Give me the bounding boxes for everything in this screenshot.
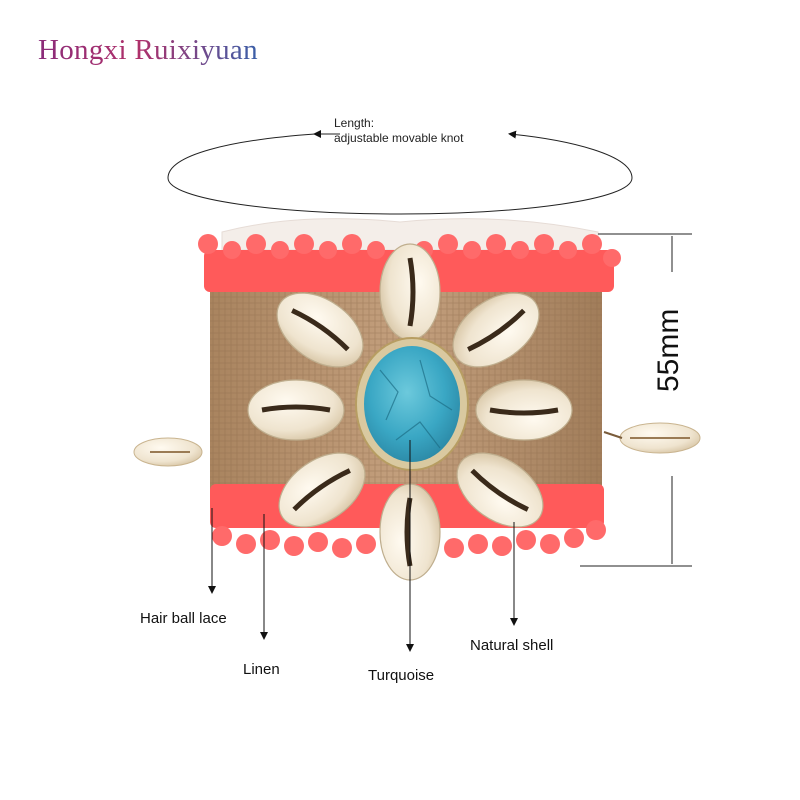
height-dimension-label: 55mm bbox=[652, 308, 685, 392]
length-note: Length: adjustable movable knot bbox=[334, 116, 463, 146]
side-shell-left bbox=[133, 437, 203, 467]
callout-lines bbox=[208, 440, 518, 652]
length-note-detail: adjustable movable knot bbox=[334, 131, 464, 145]
bracelet bbox=[133, 218, 701, 581]
turquoise-stone bbox=[355, 337, 469, 471]
pompoms-bottom bbox=[212, 520, 606, 558]
side-shell-right bbox=[603, 422, 701, 454]
shell-flower bbox=[247, 243, 573, 581]
pompoms-top bbox=[198, 234, 621, 267]
callout-turquoise: Turquoise bbox=[368, 667, 435, 684]
callout-hair-ball-lace: Hair ball lace bbox=[140, 610, 227, 627]
length-note-title: Length: bbox=[334, 116, 375, 130]
height-dimension bbox=[580, 233, 692, 567]
callout-linen: Linen bbox=[243, 661, 280, 678]
brand-logo: Hongxi Ruixiyuan bbox=[38, 34, 258, 66]
length-ellipse bbox=[167, 130, 633, 215]
callout-natural-shell: Natural shell bbox=[470, 637, 554, 654]
